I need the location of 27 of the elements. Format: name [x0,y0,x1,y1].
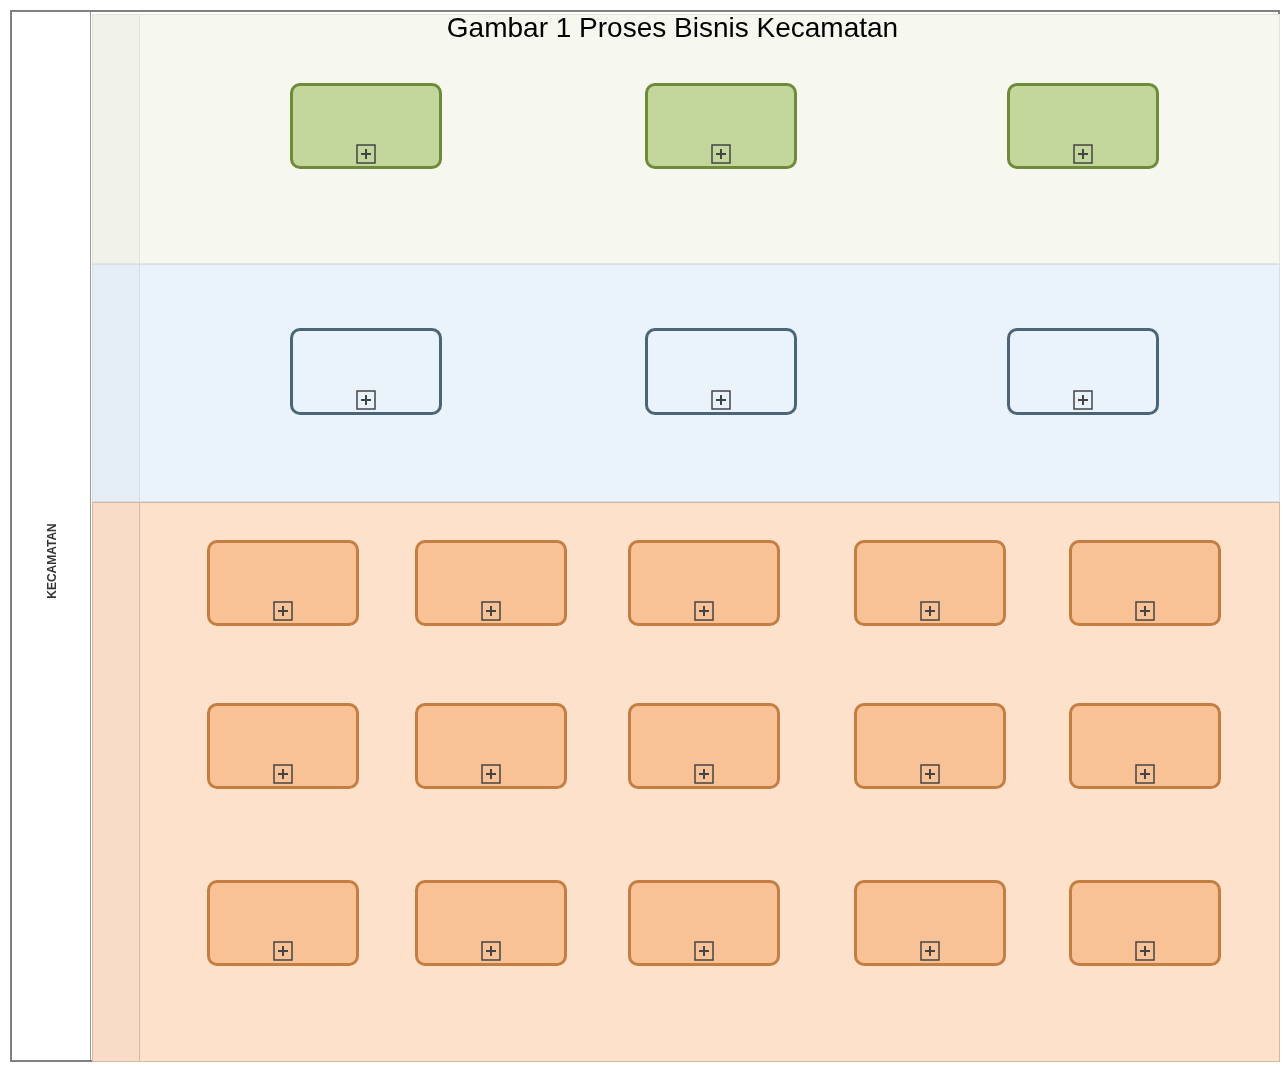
subprocess-box [1007,328,1159,415]
swimlane [92,502,1280,1062]
subprocess-box [1069,880,1221,966]
subprocess-box [854,703,1006,789]
subprocess-box [1069,540,1221,626]
subprocess-box [645,83,797,169]
subprocess-box [1007,83,1159,169]
subprocess-box [854,540,1006,626]
subprocess-box [290,328,442,415]
subprocess-box [415,880,567,966]
subprocess-box [415,703,567,789]
diagram-title: Gambar 1 Proses Bisnis Kecamatan [445,12,900,44]
subprocess-box [854,880,1006,966]
subprocess-box [207,880,359,966]
subprocess-box [207,540,359,626]
subprocess-box [1069,703,1221,789]
swimlane [92,14,1280,264]
subprocess-box [415,540,567,626]
subprocess-box [645,328,797,415]
pool-border [10,10,1280,1062]
subprocess-box [628,880,780,966]
subprocess-box [628,703,780,789]
swimlane [92,264,1280,502]
subprocess-box [207,703,359,789]
pool-label: KECAMATAN [45,522,59,601]
subprocess-box [290,83,442,169]
subprocess-box [628,540,780,626]
